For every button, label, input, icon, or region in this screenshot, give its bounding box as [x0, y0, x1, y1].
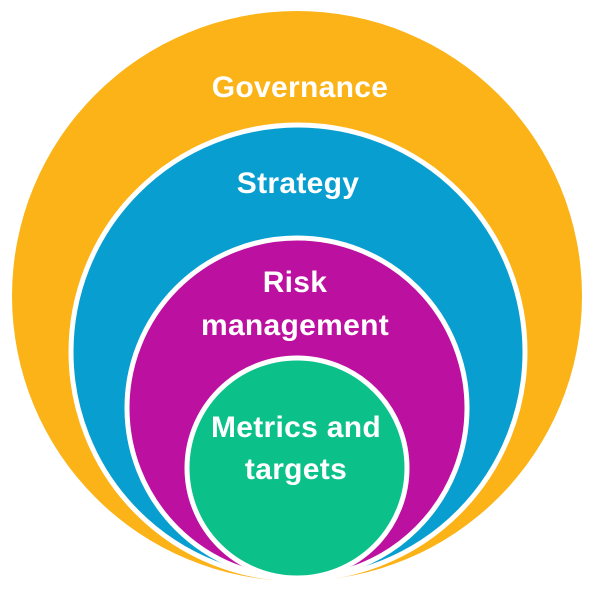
metrics-and-targets-label-line2: targets	[245, 453, 347, 486]
risk-management-label-line1: Risk	[263, 266, 328, 299]
governance-label: Governance	[212, 71, 388, 104]
metrics-and-targets-label-line1: Metrics and	[211, 411, 381, 444]
metrics-and-targets-circle	[184, 355, 410, 581]
risk-management-label-line2: management	[201, 309, 389, 342]
strategy-label: Strategy	[237, 167, 359, 200]
